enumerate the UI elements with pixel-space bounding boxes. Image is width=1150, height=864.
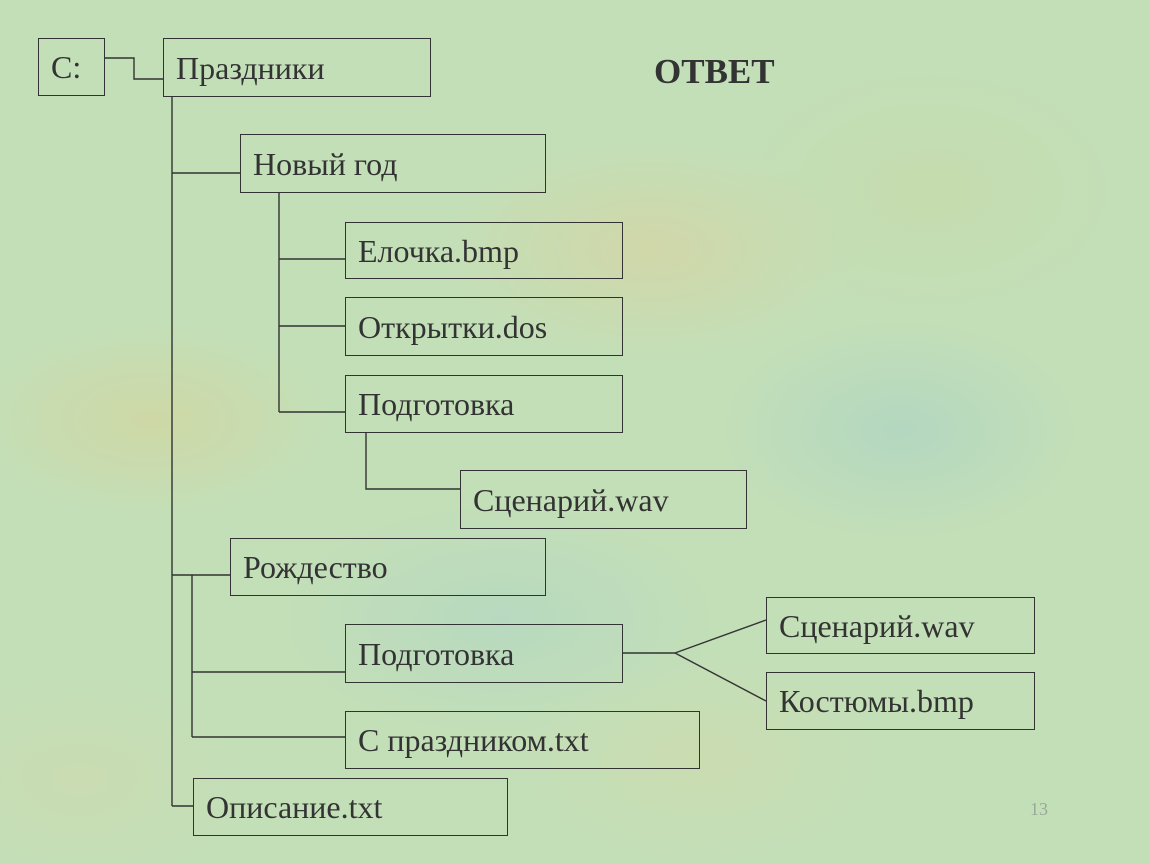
page-number: 13 (1030, 799, 1048, 819)
folder-novy-god: Новый год (240, 134, 546, 193)
file-scenariy-2: Сценарий.wav (766, 597, 1035, 654)
file-kostyumy: Костюмы.bmp (766, 672, 1035, 730)
folder-podgotovka-2: Подготовка (345, 624, 623, 683)
folder-prazdniki: Праздники (163, 38, 431, 97)
file-opisanie: Описание.txt (193, 778, 508, 836)
file-scenariy-1: Сценарий.wav (460, 470, 747, 529)
folder-podgotovka-1: Подготовка (345, 375, 623, 433)
file-s-prazdnikom: С праздником.txt (345, 711, 700, 769)
folder-rozhdestvo: Рождество (230, 538, 546, 596)
file-otkrytki: Открытки.dos (345, 297, 623, 356)
drive-node: C: (38, 38, 105, 96)
file-elochka: Елочка.bmp (345, 222, 623, 279)
answer-title: ОТВЕТ (654, 52, 775, 91)
